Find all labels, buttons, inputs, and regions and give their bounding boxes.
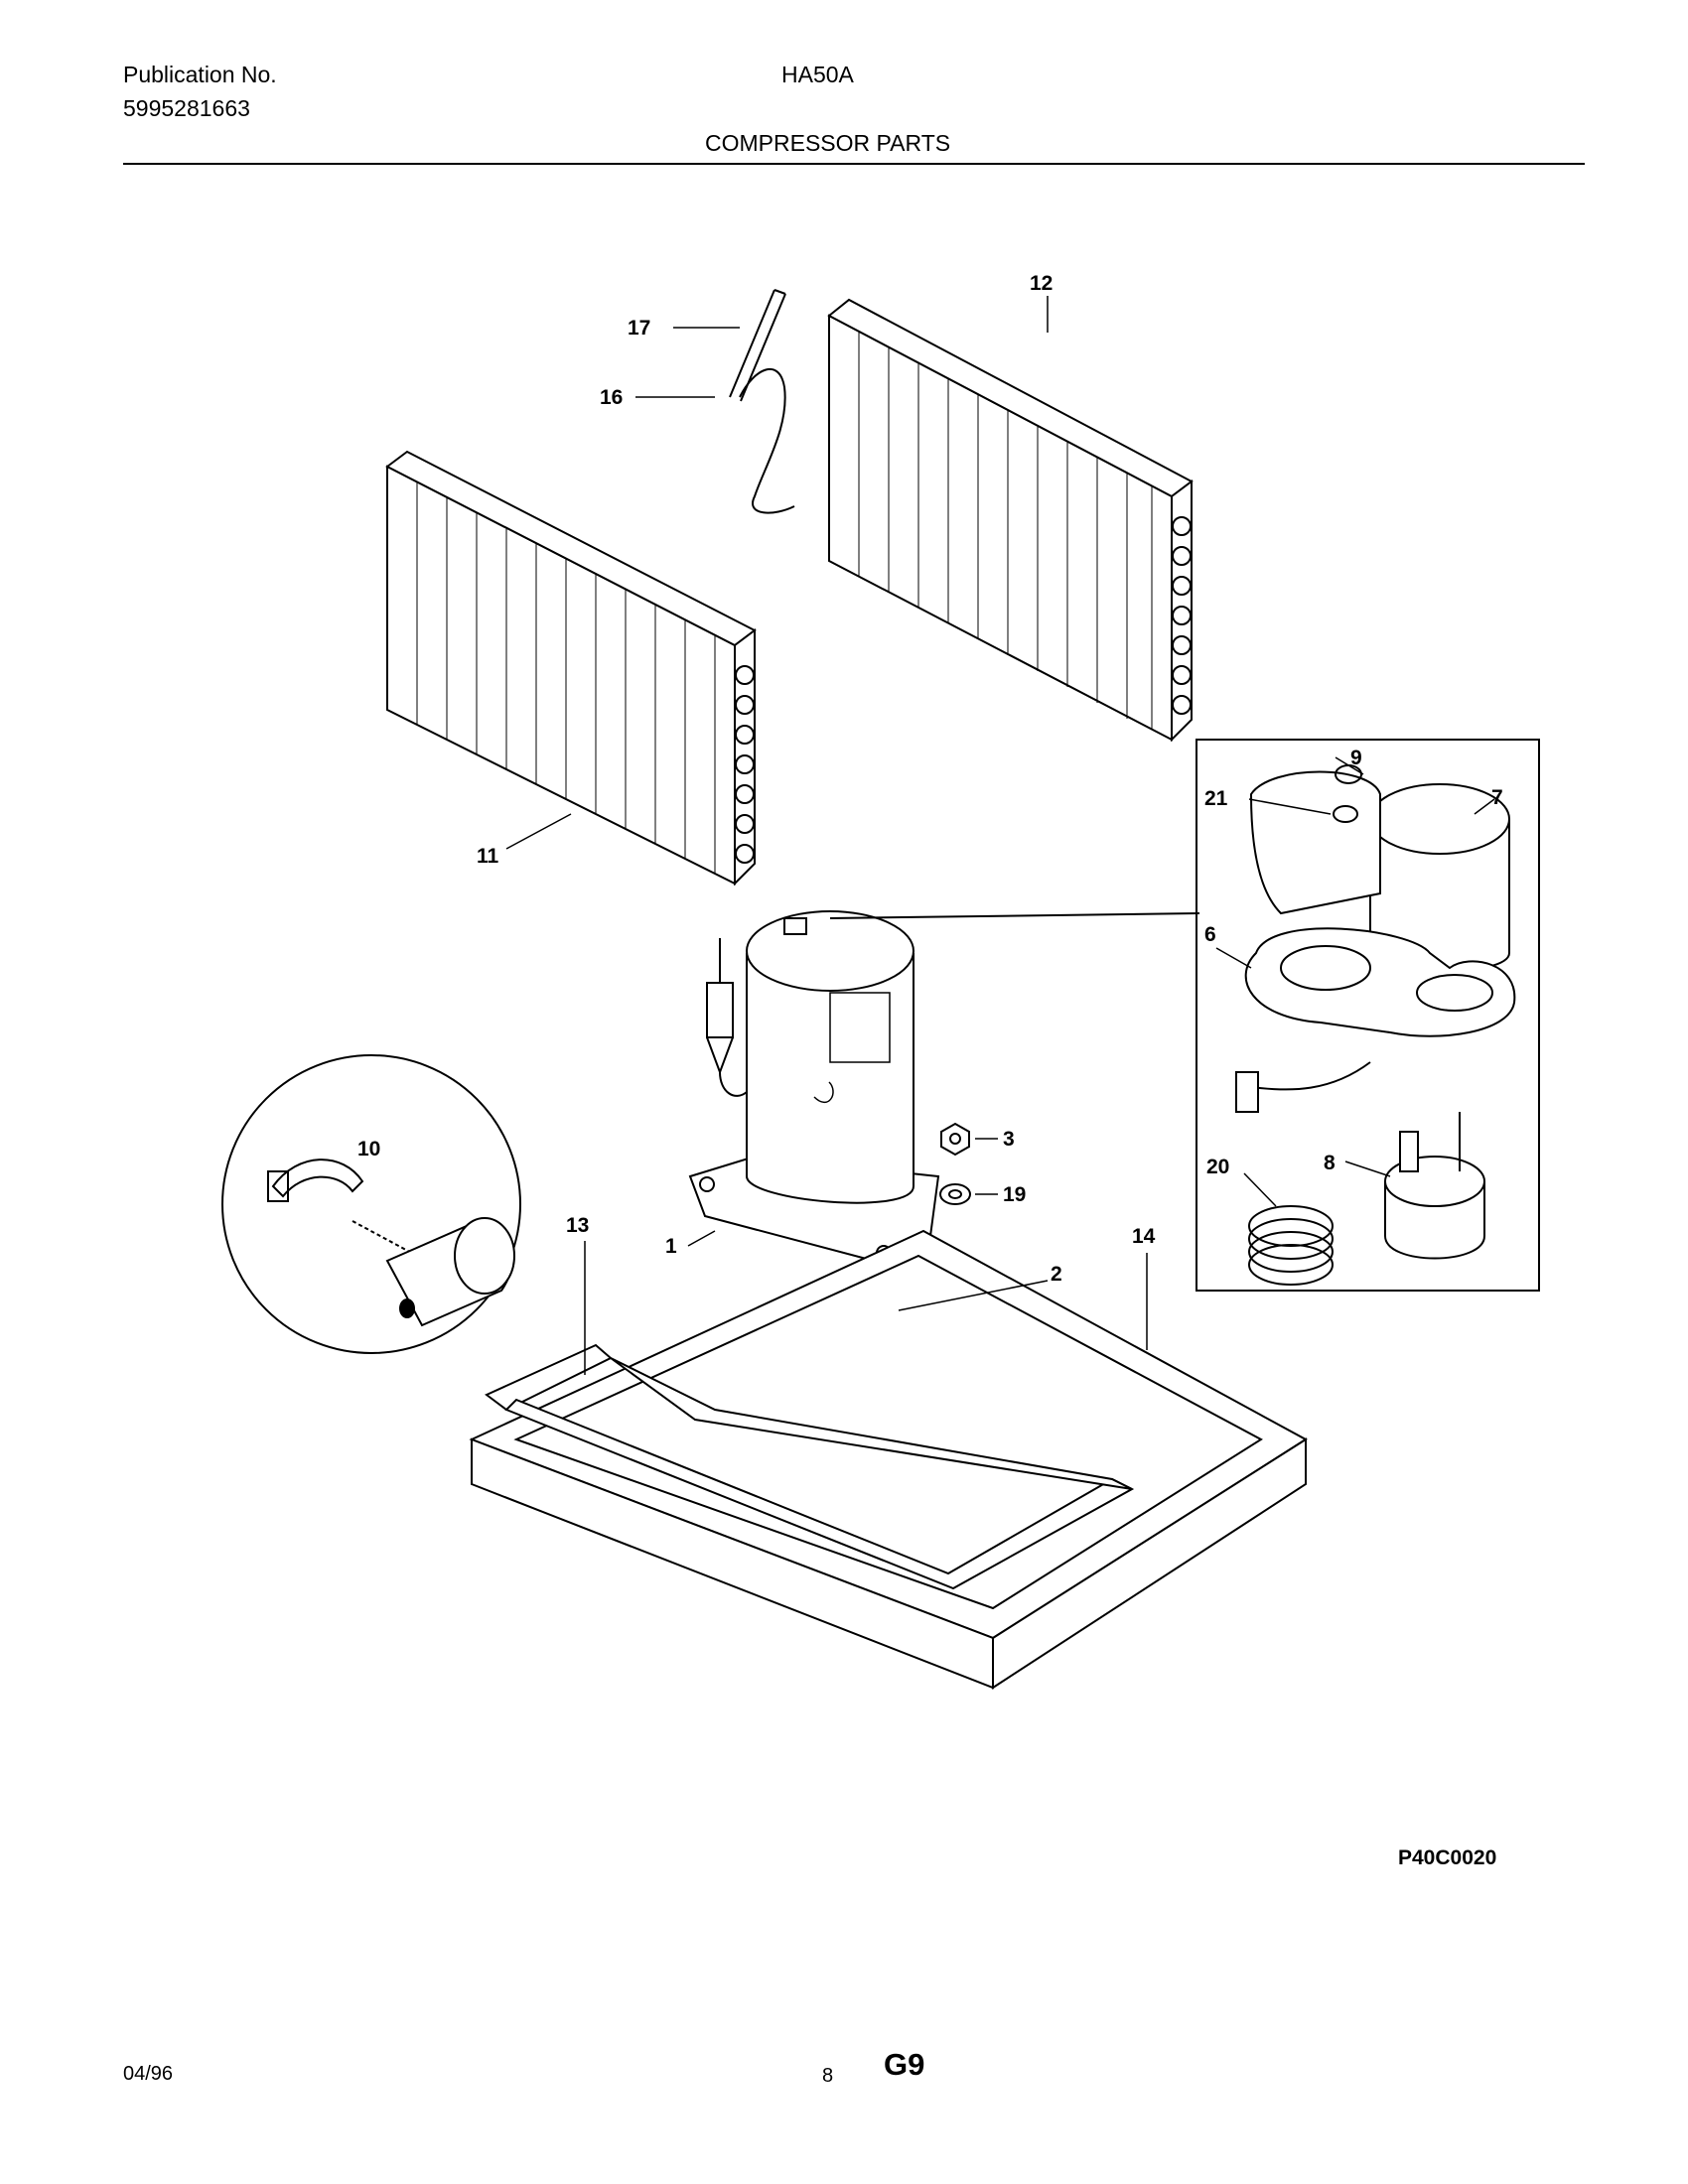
callout-19: 19: [1003, 1183, 1026, 1206]
callout-21: 21: [1204, 787, 1228, 810]
nut-part-3: [940, 1122, 970, 1157]
callout-11: 11: [477, 845, 499, 868]
compressor-part-1: [688, 910, 940, 1263]
channel-part-13: [485, 1343, 1135, 1590]
callout-14: 14: [1132, 1225, 1156, 1248]
footer-date: 04/96: [123, 2063, 174, 2085]
header-rule: [123, 163, 1585, 165]
publication-label: Publication No.: [123, 62, 277, 87]
callout-16: 16: [600, 386, 623, 409]
figure-code: P40C0020: [1398, 1846, 1497, 1869]
base-pan-part-14: [469, 1229, 1308, 1690]
coil-part-12: [827, 298, 1194, 743]
callout-1: 1: [665, 1235, 677, 1258]
callout-leaders: [505, 296, 1495, 1375]
model-number: HA50A: [781, 62, 854, 87]
callout-2: 2: [1051, 1263, 1062, 1286]
coil-part-11: [385, 450, 757, 887]
callout-12: 12: [1030, 272, 1053, 295]
callout-6: 6: [1204, 923, 1216, 946]
publication-number: 5995281663: [123, 95, 250, 121]
callout-8: 8: [1324, 1152, 1336, 1174]
washer-part-19: [939, 1183, 971, 1205]
callout-13: 13: [566, 1214, 589, 1237]
footer-page-number: 8: [822, 2065, 834, 2087]
section-title: COMPRESSOR PARTS: [705, 130, 951, 156]
callout-9: 9: [1350, 747, 1362, 769]
callout-17: 17: [628, 317, 650, 340]
footer-section-code: G9: [884, 2047, 925, 2082]
callout-10: 10: [357, 1138, 380, 1160]
callout-3: 3: [1003, 1128, 1015, 1151]
detail-circle-part-10: [221, 1054, 521, 1354]
callout-20: 20: [1206, 1156, 1229, 1178]
callout-7: 7: [1491, 786, 1503, 809]
thermostat-bulb-part-16-17: [729, 289, 795, 514]
detail-box-compressor-terminal: [829, 739, 1540, 1292]
